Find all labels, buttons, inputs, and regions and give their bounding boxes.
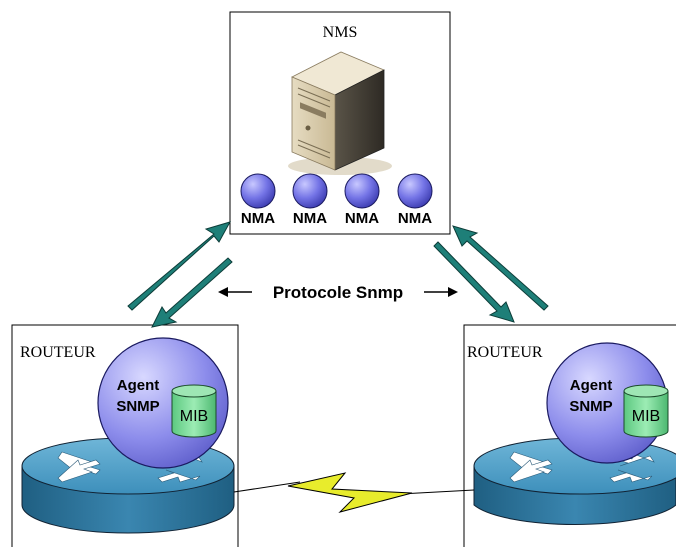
router-panel-right: ROUTEUR Agent SNMP MIB xyxy=(463,324,676,547)
nma-group: NMA NMA NMA NMA xyxy=(240,173,433,227)
nma-ball xyxy=(397,173,433,209)
arrow-up-to-nms xyxy=(452,225,549,311)
nma-label: NMA xyxy=(241,210,275,227)
arrows-left xyxy=(127,221,233,328)
arrow-up-to-nms xyxy=(127,221,232,311)
agent-label-line1: Agent xyxy=(117,377,160,394)
arrow-down-to-router xyxy=(433,241,515,323)
agent-label-line2: SNMP xyxy=(116,398,159,415)
router-title: ROUTEUR xyxy=(20,344,96,361)
lightning-bolt-icon xyxy=(287,472,413,513)
mib-database-icon: MIB xyxy=(171,384,217,438)
router-panel-left: ROUTEUR Agent SNMP MIB xyxy=(11,324,239,547)
protocol-label: Protocole Snmp xyxy=(273,283,403,302)
nma-ball xyxy=(292,173,328,209)
arrow-down-to-router xyxy=(151,257,233,328)
nma-label: NMA xyxy=(293,210,327,227)
arrow-right-icon xyxy=(448,287,458,297)
mib-database-icon: MIB xyxy=(623,384,669,438)
mib-label: MIB xyxy=(632,408,660,425)
arrows-right xyxy=(433,225,549,323)
server-icon xyxy=(288,51,392,175)
agent-label-line1: Agent xyxy=(570,377,613,394)
nma-label: NMA xyxy=(345,210,379,227)
nms-panel: NMS NMA NMA NMA NMA xyxy=(229,11,451,235)
nms-title: NMS xyxy=(323,24,358,41)
agent-label-line2: SNMP xyxy=(569,398,612,415)
mib-label: MIB xyxy=(180,408,208,425)
nma-ball xyxy=(344,173,380,209)
router-link xyxy=(233,472,475,513)
protocol-label-group: Protocole Snmp xyxy=(218,283,458,302)
nma-label: NMA xyxy=(398,210,432,227)
router-title: ROUTEUR xyxy=(467,344,543,361)
arrow-left-icon xyxy=(218,287,228,297)
nma-ball xyxy=(240,173,276,209)
